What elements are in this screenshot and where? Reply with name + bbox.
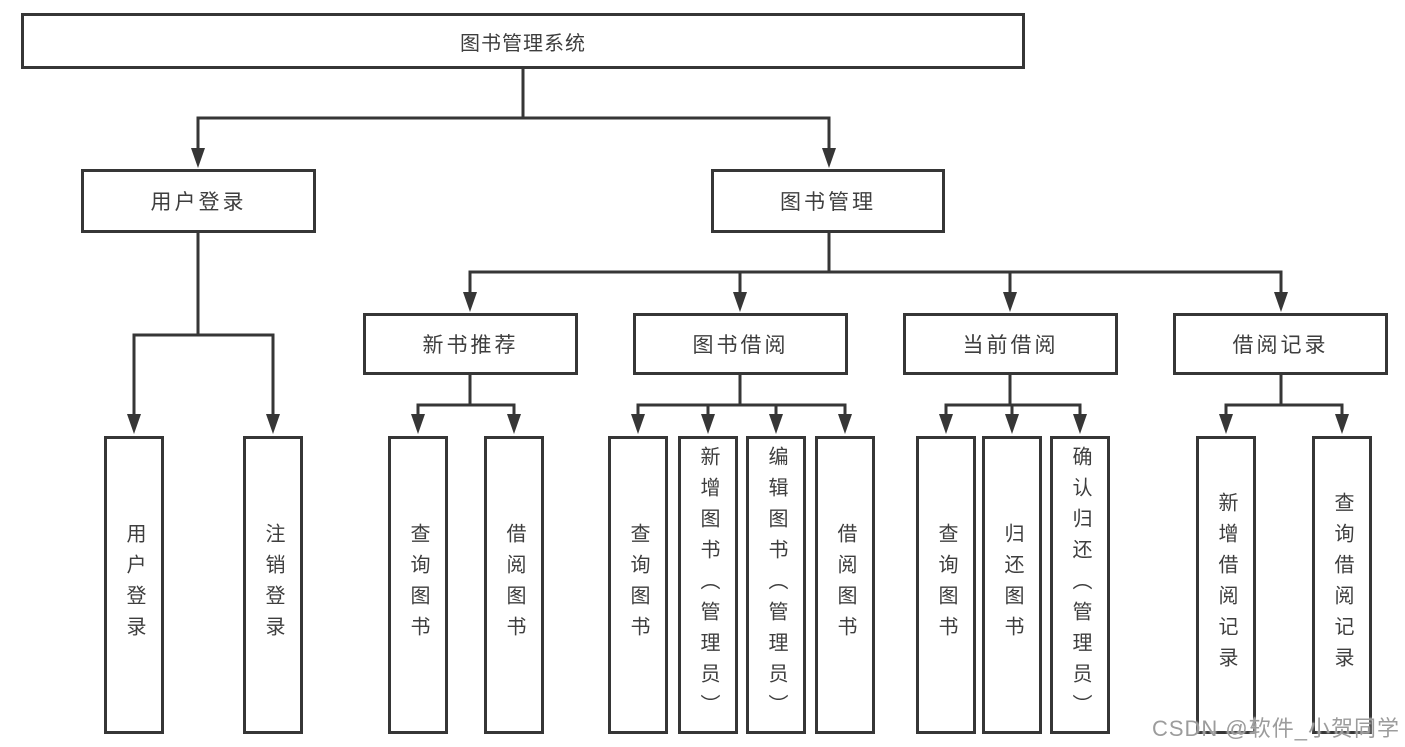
node-leaf-query-books-borrowing: 查询图书 <box>608 436 668 734</box>
node-leaf-borrow-books-recommend: 借阅图书 <box>484 436 544 734</box>
node-leaf-confirm-return-admin: 确认归还（管理员） <box>1050 436 1110 734</box>
node-label: 新增图书（管理员） <box>697 445 719 725</box>
node-borrowing-records: 借阅记录 <box>1173 313 1388 375</box>
node-leaf-edit-book-admin: 编辑图书（管理员） <box>746 436 806 734</box>
node-label: 借阅图书 <box>503 523 525 647</box>
node-leaf-query-books-recommend: 查询图书 <box>388 436 448 734</box>
node-leaf-add-borrow-record: 新增借阅记录 <box>1196 436 1256 734</box>
node-label: 新书推荐 <box>422 334 519 357</box>
node-label: 确认归还（管理员） <box>1069 445 1091 725</box>
node-leaf-query-borrow-record: 查询借阅记录 <box>1312 436 1372 734</box>
node-leaf-logout: 注销登录 <box>243 436 303 734</box>
node-label: 查询借阅记录 <box>1331 492 1353 678</box>
node-user-login: 用户登录 <box>81 169 316 233</box>
node-label: 查询图书 <box>627 523 649 647</box>
node-leaf-user-login: 用户登录 <box>104 436 164 734</box>
node-label: 注销登录 <box>262 523 284 647</box>
node-leaf-query-books-current: 查询图书 <box>916 436 976 734</box>
node-label: 归还图书 <box>1001 523 1023 647</box>
csdn-watermark: CSDN @软件_小贺同学 <box>1151 716 1400 741</box>
node-library-management-system: 图书管理系统 <box>21 13 1025 69</box>
node-label: 查询图书 <box>935 523 957 647</box>
node-label: 当前借阅 <box>962 334 1059 357</box>
node-label: 用户登录 <box>123 523 145 647</box>
node-leaf-return-book: 归还图书 <box>982 436 1042 734</box>
node-label: 新增借阅记录 <box>1215 492 1237 678</box>
node-label: 图书借阅 <box>692 334 789 357</box>
node-book-borrowing: 图书借阅 <box>633 313 848 375</box>
node-current-borrowing: 当前借阅 <box>903 313 1118 375</box>
node-leaf-add-book-admin: 新增图书（管理员） <box>678 436 738 734</box>
node-label: 借阅记录 <box>1232 334 1329 357</box>
node-label: 借阅图书 <box>834 523 856 647</box>
node-label: 图书管理系统 <box>460 32 586 55</box>
node-label: 图书管理 <box>780 191 876 214</box>
node-new-book-recommendation: 新书推荐 <box>363 313 578 375</box>
node-label: 编辑图书（管理员） <box>765 445 787 725</box>
node-label: 用户登录 <box>150 191 247 214</box>
node-book-management: 图书管理 <box>711 169 945 233</box>
node-label: 查询图书 <box>407 523 429 647</box>
node-leaf-borrow-books-borrowing: 借阅图书 <box>815 436 875 734</box>
